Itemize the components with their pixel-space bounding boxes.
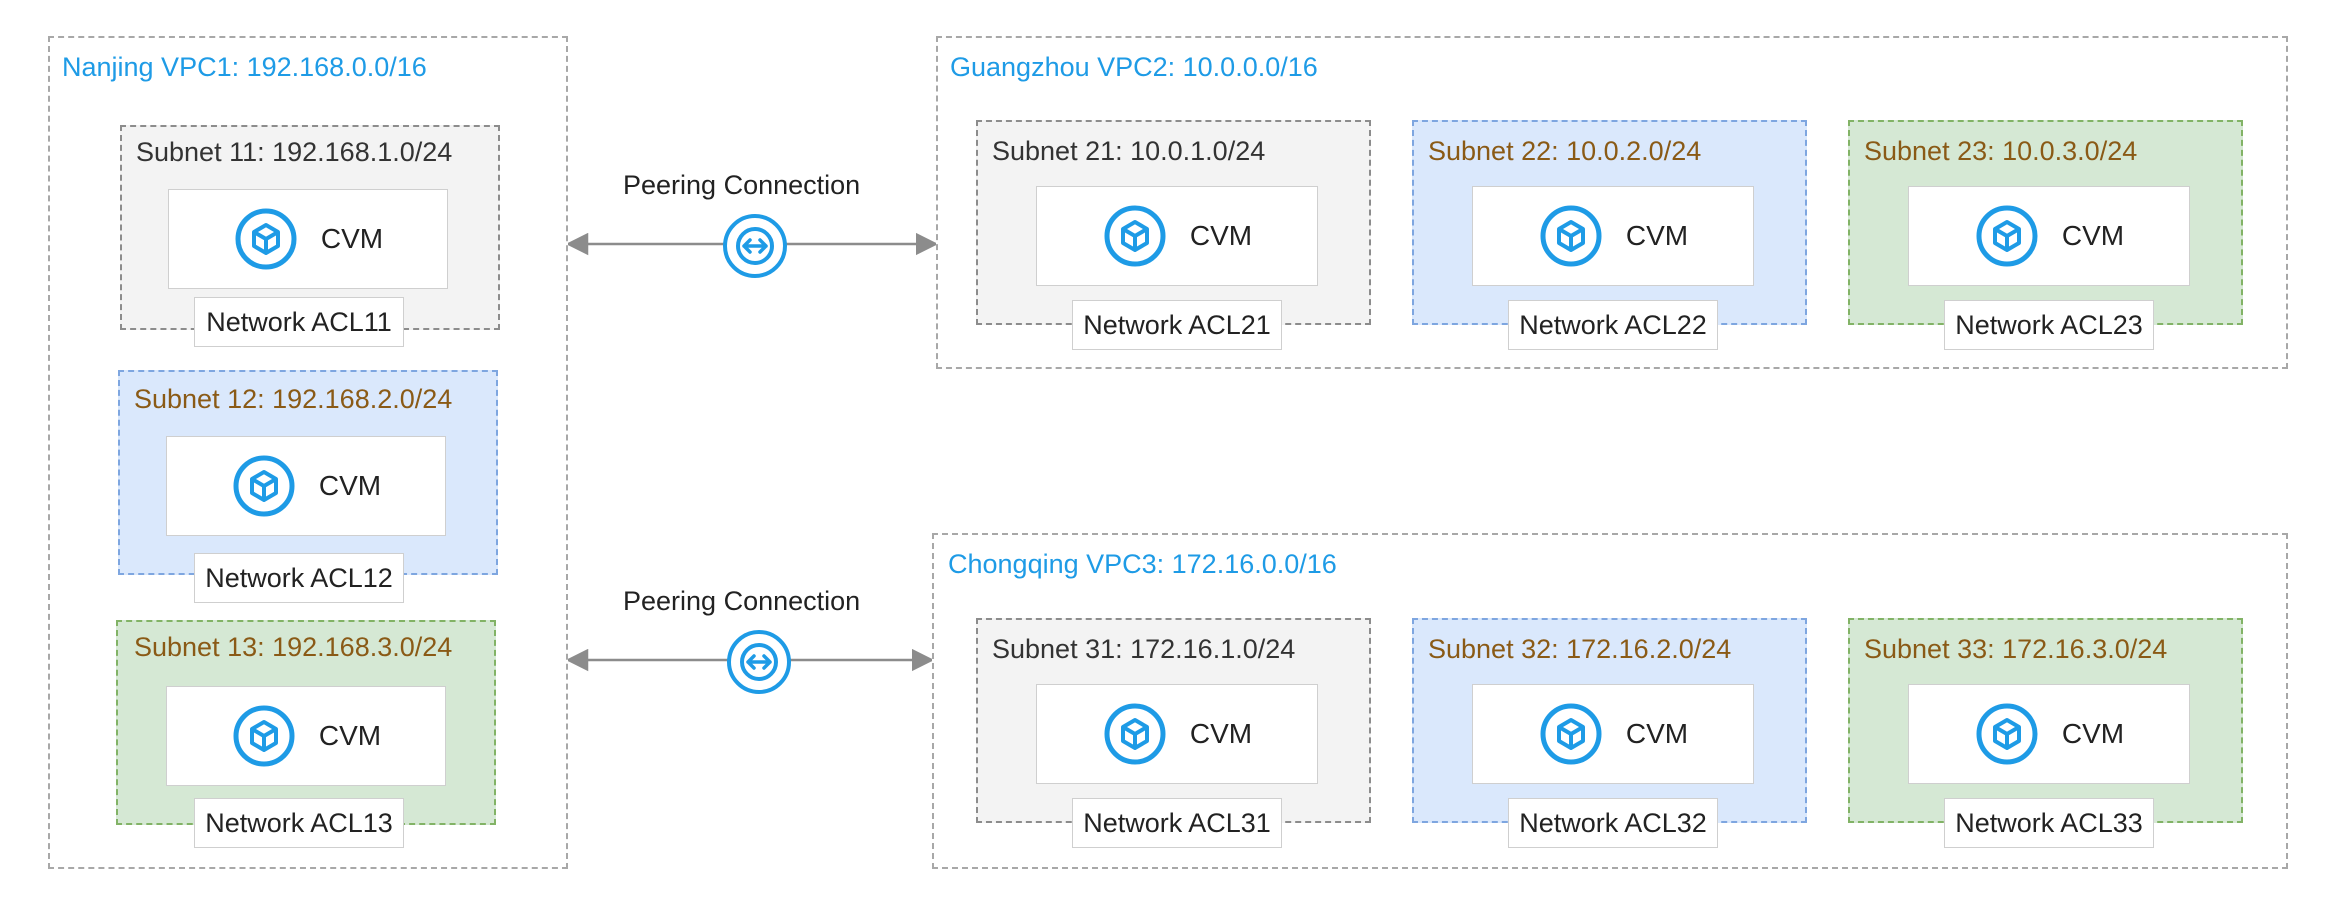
peering-label-bottom: Peering Connection [623,586,861,616]
network-acl[interactable]: Network ACL13 [194,798,404,848]
network-acl[interactable]: Network ACL23 [1944,300,2154,350]
subnet-title: Subnet 13: 192.168.3.0/24 [134,632,453,662]
peering-icon[interactable] [726,629,792,695]
cvm-label: CVM [318,720,382,751]
cvm-node[interactable]: CVM [1472,186,1754,286]
network-acl[interactable]: Network ACL32 [1508,798,1718,848]
cvm-label: CVM [1189,220,1253,251]
cvm-icon [1538,203,1604,269]
cvm-icon [1102,701,1168,767]
subnet-title: Subnet 32: 172.16.2.0/24 [1428,634,1732,664]
cvm-node[interactable]: CVM [1908,684,2190,784]
network-acl[interactable]: Network ACL31 [1072,798,1282,848]
subnet-title: Subnet 33: 172.16.3.0/24 [1864,634,2168,664]
cvm-label: CVM [2061,718,2125,749]
cvm-icon [231,453,297,519]
subnet-22: Subnet 22: 10.0.2.0/24 CVM Network ACL22 [1412,120,1807,350]
vpc-title: Nanjing VPC1: 192.168.0.0/16 [62,52,427,82]
network-acl[interactable]: Network ACL12 [194,553,404,603]
vpc-title: Chongqing VPC3: 172.16.0.0/16 [948,549,1337,579]
cvm-icon [233,206,299,272]
network-acl[interactable]: Network ACL11 [194,297,404,347]
subnet-21: Subnet 21: 10.0.1.0/24 CVM Network ACL21 [976,120,1371,350]
cvm-label: CVM [320,223,384,254]
cvm-node[interactable]: CVM [1036,684,1318,784]
network-acl[interactable]: Network ACL33 [1944,798,2154,848]
subnet-32: Subnet 32: 172.16.2.0/24 CVM Network ACL… [1412,618,1807,848]
cvm-label: CVM [1625,220,1689,251]
subnet-12: Subnet 12: 192.168.2.0/24 CVM Network AC… [118,370,498,603]
subnet-33: Subnet 33: 172.16.3.0/24 CVM Network ACL… [1848,618,2243,848]
subnet-title: Subnet 12: 192.168.2.0/24 [134,384,453,414]
cvm-label: CVM [2061,220,2125,251]
cvm-icon [1974,701,2040,767]
subnet-31: Subnet 31: 172.16.1.0/24 CVM Network ACL… [976,618,1371,848]
cvm-icon [1974,203,2040,269]
cvm-node[interactable]: CVM [1036,186,1318,286]
subnet-title: Subnet 21: 10.0.1.0/24 [992,136,1266,166]
subnet-13: Subnet 13: 192.168.3.0/24 CVM Network AC… [116,620,496,848]
peering-label-top: Peering Connection [623,170,861,200]
peering-icon[interactable] [722,213,788,279]
vpc-title: Guangzhou VPC2: 10.0.0.0/16 [950,52,1318,82]
subnet-title: Subnet 11: 192.168.1.0/24 [136,137,453,167]
cvm-label: CVM [318,470,382,501]
subnet-11: Subnet 11: 192.168.1.0/24 CVM Network AC… [120,125,500,347]
subnet-title: Subnet 31: 172.16.1.0/24 [992,634,1296,664]
network-acl[interactable]: Network ACL22 [1508,300,1718,350]
cvm-node[interactable]: CVM [168,189,448,289]
cvm-label: CVM [1189,718,1253,749]
subnet-title: Subnet 22: 10.0.2.0/24 [1428,136,1702,166]
cvm-node[interactable]: CVM [1908,186,2190,286]
cvm-node[interactable]: CVM [166,436,446,536]
cvm-label: CVM [1625,718,1689,749]
cvm-node[interactable]: CVM [166,686,446,786]
subnet-title: Subnet 23: 10.0.3.0/24 [1864,136,2138,166]
cvm-icon [231,703,297,769]
subnet-23: Subnet 23: 10.0.3.0/24 CVM Network ACL23 [1848,120,2243,350]
cvm-icon [1538,701,1604,767]
cvm-node[interactable]: CVM [1472,684,1754,784]
network-acl[interactable]: Network ACL21 [1072,300,1282,350]
cvm-icon [1102,203,1168,269]
